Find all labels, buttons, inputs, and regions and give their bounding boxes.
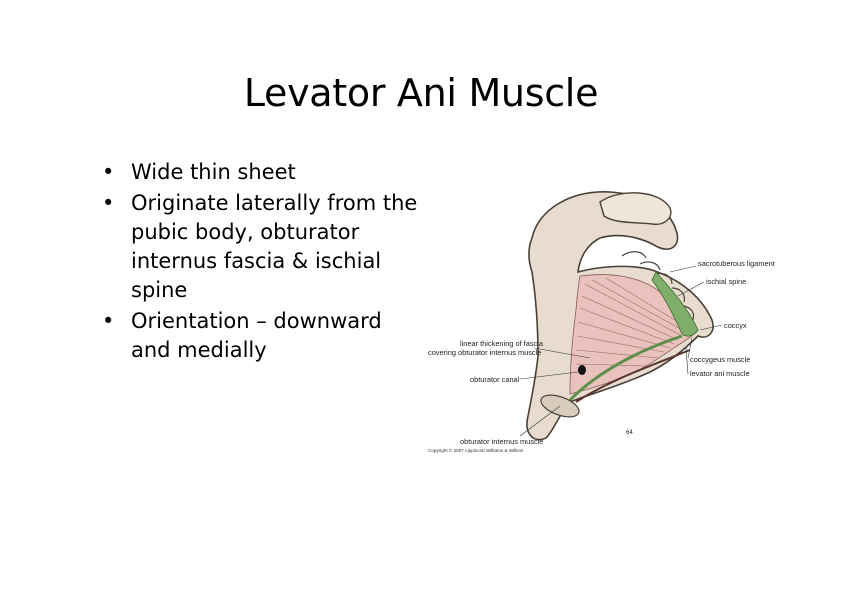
label-obturator-canal: obturator canal <box>470 375 520 384</box>
muscle-edge <box>575 349 691 403</box>
label-coccygeus-muscle: coccygeus muscle <box>690 355 750 364</box>
label-levator-ani-muscle: levator ani muscle <box>690 369 750 378</box>
obturator-canal <box>578 365 586 375</box>
bullet-list: Wide thin sheet Originate laterally from… <box>100 158 420 367</box>
bullet-item: Orientation – downward and medially <box>100 307 420 365</box>
label-obturator-internus: obturator internus muscle <box>460 437 543 446</box>
iliac-crest <box>599 192 672 225</box>
coccygeus-muscle <box>651 271 699 337</box>
pelvis-illustration: sacrotuberous ligament ischial spine coc… <box>428 191 775 453</box>
tendinous-arch <box>568 334 683 402</box>
label-covering-obturator: covering obturator internus muscle <box>428 348 541 357</box>
copyright-notice: Copyright © 2007 Lippincott Williams & W… <box>428 447 524 453</box>
bullet-item: Wide thin sheet <box>100 158 420 187</box>
label-sacrotuberous-ligament: sacrotuberous ligament <box>698 259 775 268</box>
slide-title: Levator Ani Muscle <box>243 71 599 115</box>
figure-number: 64 <box>626 430 633 436</box>
label-ischial-spine: ischial spine <box>706 277 746 286</box>
muscle-fibres <box>575 277 689 367</box>
bullet-item: Originate laterally from the pubic body,… <box>100 189 420 305</box>
leader-lines <box>519 265 723 437</box>
label-linear-thickening: linear thickening of fascia <box>460 339 544 348</box>
sacrum-segments <box>621 251 695 323</box>
label-coccyx: coccyx <box>724 321 747 330</box>
